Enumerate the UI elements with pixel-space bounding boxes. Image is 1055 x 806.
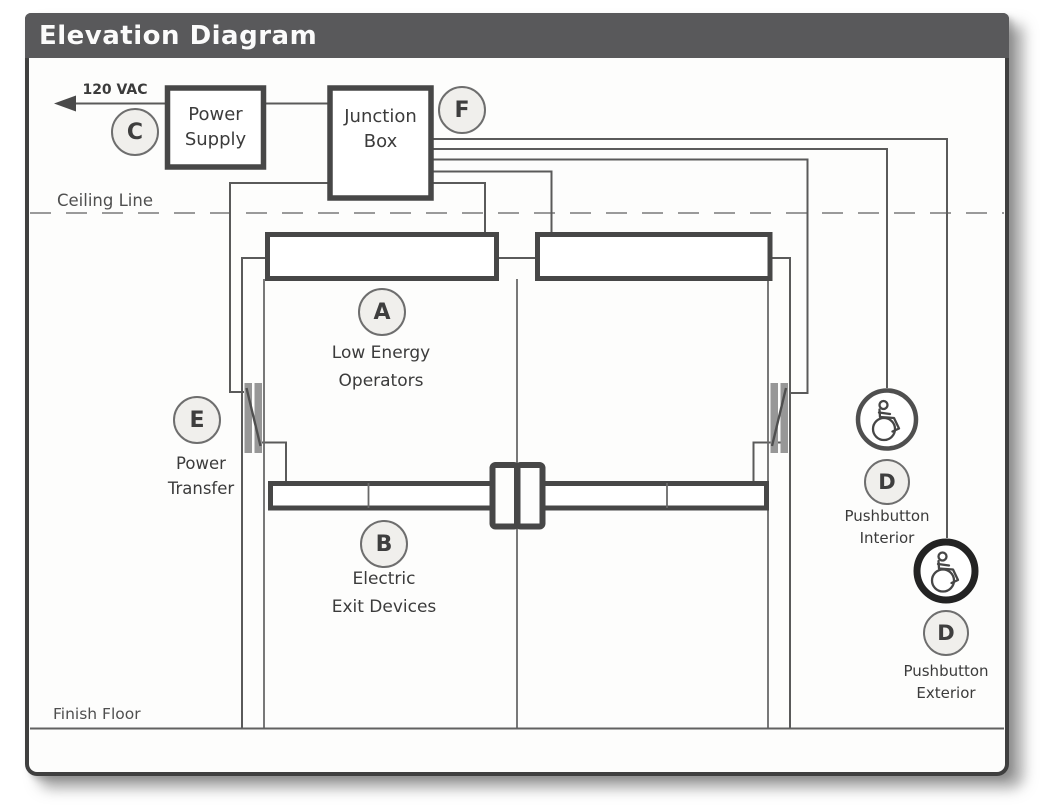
right-operator-header <box>535 232 773 281</box>
low-energy-operators-label: Low Energy Operators <box>331 343 431 391</box>
left-operator-header <box>265 232 499 281</box>
wire-to-exterior-pushbutton <box>431 138 948 538</box>
electric-exit-devices-label: Electric Exit Devices <box>331 569 437 617</box>
junction-box-label: Junction Box <box>344 106 417 152</box>
callout-e: E <box>173 396 221 444</box>
callout-f: F <box>438 86 486 134</box>
wire-to-left-operator <box>431 182 486 234</box>
right-jamb-line <box>770 257 791 728</box>
power-supply-box <box>164 85 267 170</box>
callout-c: C <box>111 108 159 156</box>
callout-d-exterior: D <box>923 610 969 656</box>
pushbutton-interior-label: Pushbutton Interior <box>844 507 930 547</box>
pushbutton-exterior-label: Pushbutton Exterior <box>903 662 989 702</box>
voltage-label: 120 VAC <box>82 82 148 98</box>
callout-d-interior: D <box>864 459 910 505</box>
power-transfer-left <box>244 383 262 453</box>
right-exit-device-bar <box>540 481 769 511</box>
title-bar: Elevation Diagram <box>25 13 1009 58</box>
wire-to-interior-pushbutton <box>431 148 888 388</box>
left-exit-device-bar <box>268 481 495 511</box>
wiring <box>62 102 948 728</box>
power-transfer-label: Power Transfer <box>167 454 235 498</box>
callout-b: B <box>360 520 408 568</box>
wire-junction-to-right-transfer <box>431 158 809 394</box>
junction-box <box>327 85 434 201</box>
components <box>164 85 773 511</box>
wheelchair-icon-exterior <box>913 538 979 604</box>
vac-arrowhead <box>54 95 76 112</box>
wire-left-transfer-to-exit-device <box>262 441 287 484</box>
wheelchair-icon-interior <box>855 388 919 451</box>
right-exit-device-chassis <box>514 462 546 530</box>
wire-to-right-operator <box>431 170 553 234</box>
power-transfer-right <box>770 383 788 453</box>
callout-a: A <box>358 288 406 336</box>
power-supply-label: Power Supply <box>184 104 247 150</box>
wire-junction-to-left-transfer <box>229 182 330 393</box>
finish-floor-label: Finish Floor <box>53 705 141 723</box>
ceiling-line-label: Ceiling Line <box>57 191 153 210</box>
page-title: Elevation Diagram <box>39 20 318 51</box>
left-exit-device-chassis <box>489 462 520 530</box>
left-jamb-line <box>241 257 267 728</box>
